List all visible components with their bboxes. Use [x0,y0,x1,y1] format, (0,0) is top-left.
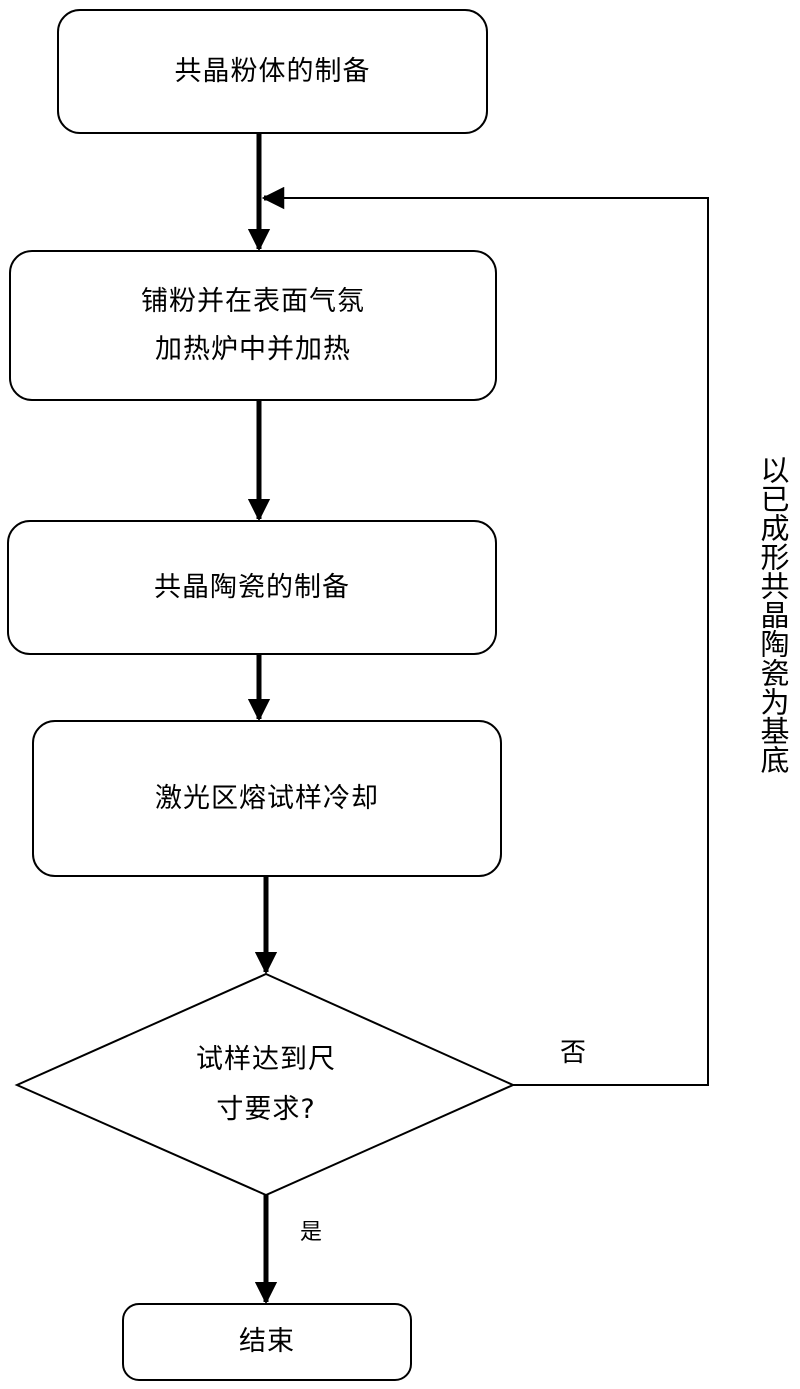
decision-line2: 寸要求? [216,1094,316,1125]
step-end-text: 结束 [123,1304,411,1380]
step-spread-heat-line1: 铺粉并在表面气氛 [141,285,365,317]
step-powder-prep-text: 共晶粉体的制备 [58,10,487,133]
step-powder-prep-box [57,9,488,134]
step-ceramic-prep-label: 共晶陶瓷的制备 [154,571,350,603]
step-spread-heat-text: 铺粉并在表面气氛 加热炉中并加热 [10,251,496,400]
step-spread-heat-line2: 加热炉中并加热 [155,333,351,365]
step-powder-prep-label: 共晶粉体的制备 [174,55,371,87]
loop-back-line [275,197,709,1086]
branch-yes-label: 是 [300,1220,323,1245]
step-laser-cool-text: 激光区熔试样冷却 [33,721,501,876]
branch-no-label: 否 [560,1038,587,1068]
step-end-label: 结束 [239,1326,295,1357]
step-ceramic-prep-text: 共晶陶瓷的制备 [8,521,496,654]
decision-line1: 试样达到尺 [196,1044,336,1075]
decision-text: 试样达到尺 寸要求? [110,1030,422,1140]
loop-label: 以已成形共晶陶瓷为基底 [756,455,790,774]
step-laser-cool-label: 激光区熔试样冷却 [155,782,379,814]
